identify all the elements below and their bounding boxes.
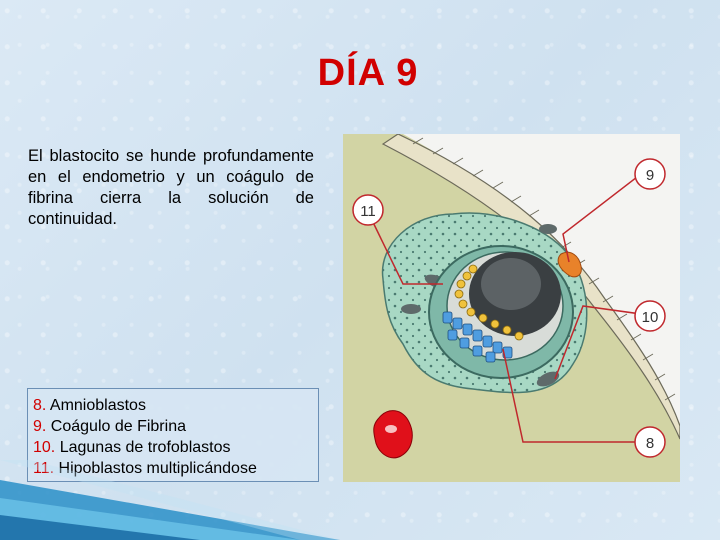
- svg-text:11: 11: [360, 203, 376, 220]
- cavity-highlight: [481, 258, 541, 310]
- callout-lines: [368, 173, 642, 443]
- svg-text:10: 10: [642, 309, 659, 326]
- callout-10: 10: [634, 300, 666, 332]
- fibrin-clot: [557, 251, 582, 278]
- blood-vessel: [373, 410, 413, 459]
- legend-item-9: 9. Coágulo de Fibrina: [33, 418, 186, 435]
- callout-8: 8: [634, 426, 666, 458]
- legend-item-11: 11. Hipoblastos multiplicándose: [33, 460, 257, 477]
- callout-line-9: [562, 173, 642, 263]
- svg-text:9: 9: [646, 167, 654, 184]
- callout-line-10: [554, 305, 642, 380]
- hypoblasts: [442, 311, 513, 363]
- callout-line-11: [368, 213, 443, 285]
- amnioblasts: [454, 264, 524, 341]
- uterine-lumen: [403, 134, 680, 424]
- svg-text:8: 8: [646, 435, 654, 452]
- callout-11: 11: [352, 194, 384, 226]
- legend-item-10: 10. Lagunas de trofoblastos: [33, 439, 231, 456]
- legend-box: 8. Amnioblastos 9. Coágulo de Fibrina 10…: [27, 388, 319, 482]
- blood-vessel-highlight: [385, 425, 397, 433]
- callout-9: 9: [634, 158, 666, 190]
- slide-title: DÍA 9: [317, 52, 419, 94]
- lacuna-4: [539, 224, 557, 234]
- lacuna-2: [401, 304, 421, 314]
- corner-decoration: [0, 460, 340, 540]
- legend-item-8: 8. Amnioblastos: [33, 397, 146, 414]
- callout-line-8: [502, 348, 641, 443]
- description-text: El blastocito se hunde profundamente en …: [28, 147, 314, 228]
- embryo-diagram: 9 11 10 8: [343, 134, 680, 482]
- lacuna-3: [536, 371, 560, 387]
